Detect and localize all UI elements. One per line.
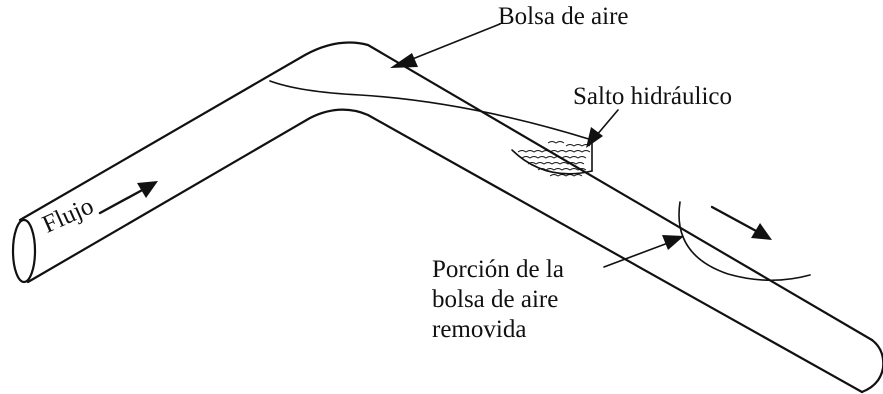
removed-portion-label-line-2: bolsa de aire (432, 286, 559, 313)
hydraulic-jump-leader-arrow (586, 109, 619, 148)
removed-portion-label-line-3: removida (432, 316, 527, 343)
pipe-right-end (860, 338, 883, 394)
bubble-motion-arrow (710, 205, 772, 240)
pipe-bottom-wall (26, 108, 864, 394)
removed-air-bubble (678, 201, 811, 282)
pipe-top-wall (18, 41, 874, 342)
hydraulic-jump-label: Salto hidráulico (573, 83, 732, 110)
removed-portion-leader-arrow (603, 235, 684, 268)
hydraulic-jump-turbulence (511, 139, 593, 177)
air-pocket-surface (269, 80, 593, 141)
removed-portion-label-line-1: Porción de la (432, 256, 564, 283)
pipe-left-end (11, 218, 37, 284)
air-pocket-leader-arrow (390, 23, 501, 68)
removed-portion-label: Porción de la bolsa de aire removida (432, 255, 564, 345)
flow-arrow (98, 181, 158, 215)
air-pocket-label: Bolsa de aire (498, 3, 629, 30)
